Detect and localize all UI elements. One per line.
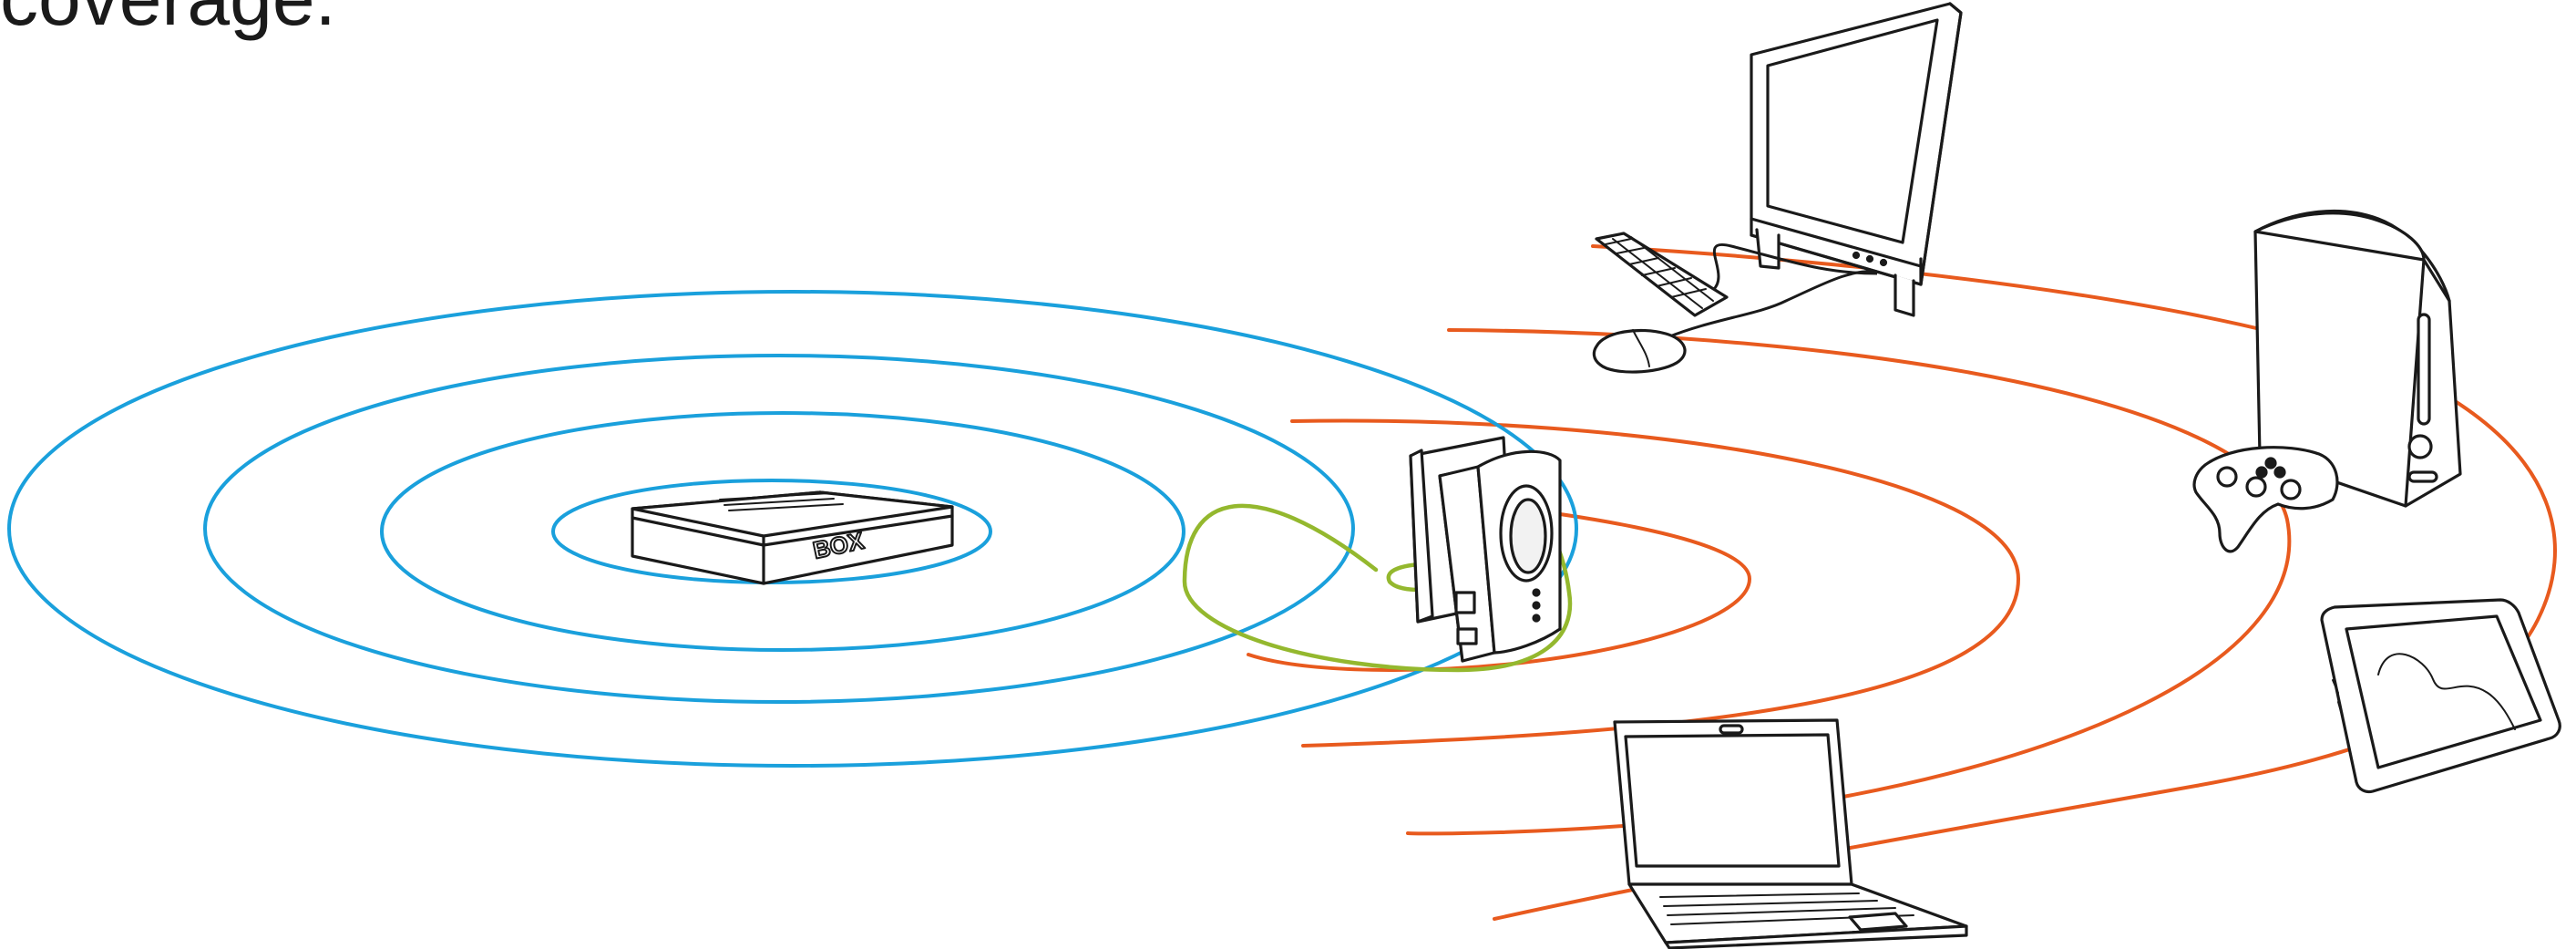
tablet-icon	[2322, 600, 2560, 792]
laptop-icon	[1615, 720, 1966, 948]
all-in-one-pc-icon	[1751, 4, 1961, 315]
gamepad-icon	[2194, 448, 2337, 552]
mouse-icon	[1594, 330, 1685, 372]
extender-ring-2	[1292, 420, 2018, 746]
keyboard-icon	[1596, 233, 1727, 315]
router-box-icon: BOX	[632, 492, 952, 583]
speaker-extender-icon	[1411, 438, 1560, 661]
